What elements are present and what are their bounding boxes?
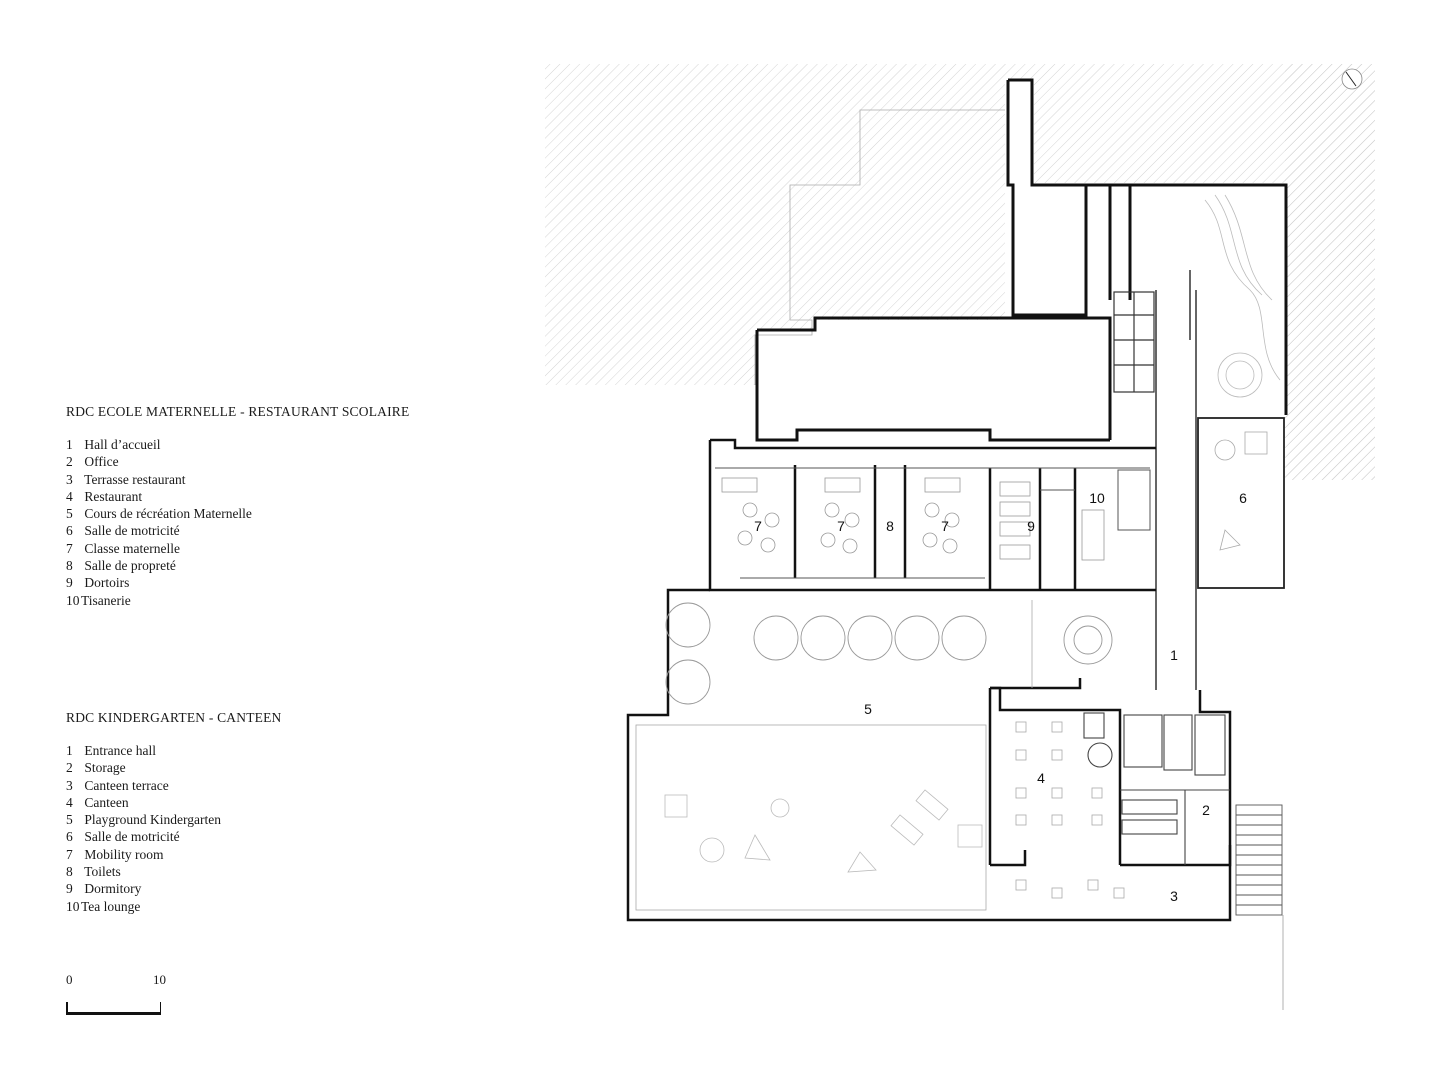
scale-bar: 0 10 bbox=[66, 972, 166, 1022]
scale-start-label: 0 bbox=[66, 972, 73, 987]
room-label: 7 bbox=[941, 518, 949, 534]
legend-item: 7 Mobility room bbox=[66, 846, 164, 862]
legend-item: 5 Cours de récréation Maternelle bbox=[66, 506, 252, 522]
legend-title-english: RDC KINDERGARTEN - CANTEEN bbox=[66, 710, 282, 725]
legend-item: 1 Entrance hall bbox=[66, 743, 156, 758]
legend-list-english: 1 Entrance hall 2 Storage 3 Canteen terr… bbox=[66, 742, 282, 915]
room-label: 7 bbox=[837, 518, 845, 534]
legend-item: 6 Salle de motricité bbox=[66, 523, 180, 539]
kitchen-inner bbox=[1083, 712, 1230, 865]
north-wing-walls bbox=[755, 78, 1288, 442]
legend-item: 8 Salle de propreté bbox=[66, 558, 176, 574]
canteen-tables bbox=[1015, 721, 1125, 899]
room-label: 8 bbox=[886, 518, 894, 534]
legend-item: 8 Toilets bbox=[66, 864, 121, 880]
legend-item: 4 Canteen bbox=[66, 794, 129, 810]
room-label: 1 bbox=[1170, 647, 1178, 663]
playground-trees bbox=[665, 602, 1113, 705]
legend-item: 4 Restaurant bbox=[66, 488, 143, 504]
room-labels: 1 2 3 4 5 6 7 7 7 8 9 10 bbox=[754, 490, 1247, 904]
legend-item: 9 Dormitory bbox=[66, 881, 142, 897]
legend-item: 2 Office bbox=[66, 454, 119, 470]
playground-walls bbox=[626, 588, 1232, 922]
room-label: 2 bbox=[1202, 802, 1210, 818]
scale-tick bbox=[66, 1002, 68, 1014]
garden-strip bbox=[1204, 194, 1281, 398]
terrain-hatch bbox=[545, 64, 1375, 480]
north-arrow-icon bbox=[1341, 68, 1363, 90]
legend-item: 3 Terrasse restaurant bbox=[66, 471, 186, 487]
motricity-room bbox=[1197, 417, 1285, 589]
toilet-block bbox=[1113, 291, 1155, 393]
legend-item: 2 Storage bbox=[66, 760, 126, 776]
legend-list-french: 1 Hall d’accueil 2 Office 3 Terrasse res… bbox=[66, 436, 409, 609]
scale-end-label: 10 bbox=[153, 972, 166, 987]
classroom-wing-inner bbox=[715, 467, 1151, 579]
legend-item: 5 Playground Kindergarten bbox=[66, 812, 221, 828]
legend-item: 6 Salle de motricité bbox=[66, 829, 180, 845]
room-label: 7 bbox=[754, 518, 762, 534]
playground-inner bbox=[635, 600, 1033, 911]
scale-line bbox=[66, 1012, 161, 1015]
room-label: 3 bbox=[1170, 888, 1178, 904]
corridor bbox=[1155, 270, 1197, 690]
canteen-walls bbox=[990, 686, 1232, 867]
legend-item: 9 Dortoirs bbox=[66, 575, 130, 591]
playground-games bbox=[664, 789, 983, 873]
legend-item: 1 Hall d’accueil bbox=[66, 437, 161, 452]
legend-french: RDC ECOLE MATERNELLE - RESTAURANT SCOLAI… bbox=[66, 404, 409, 609]
legend-item: 3 Canteen terrace bbox=[66, 777, 169, 793]
room-label: 5 bbox=[864, 701, 872, 717]
room-label: 4 bbox=[1037, 770, 1045, 786]
room-label: 9 bbox=[1027, 518, 1035, 534]
exterior-stair bbox=[1235, 804, 1284, 1010]
scale-tick bbox=[159, 1002, 161, 1014]
legend-english: RDC KINDERGARTEN - CANTEEN 1 Entrance ha… bbox=[66, 710, 282, 915]
classroom-furniture bbox=[721, 477, 1105, 561]
legend-item: 7 Classe maternelle bbox=[66, 540, 180, 556]
room-label: 6 bbox=[1239, 490, 1247, 506]
room-label: 10 bbox=[1089, 490, 1105, 506]
legend-title-french: RDC ECOLE MATERNELLE - RESTAURANT SCOLAI… bbox=[66, 404, 410, 419]
